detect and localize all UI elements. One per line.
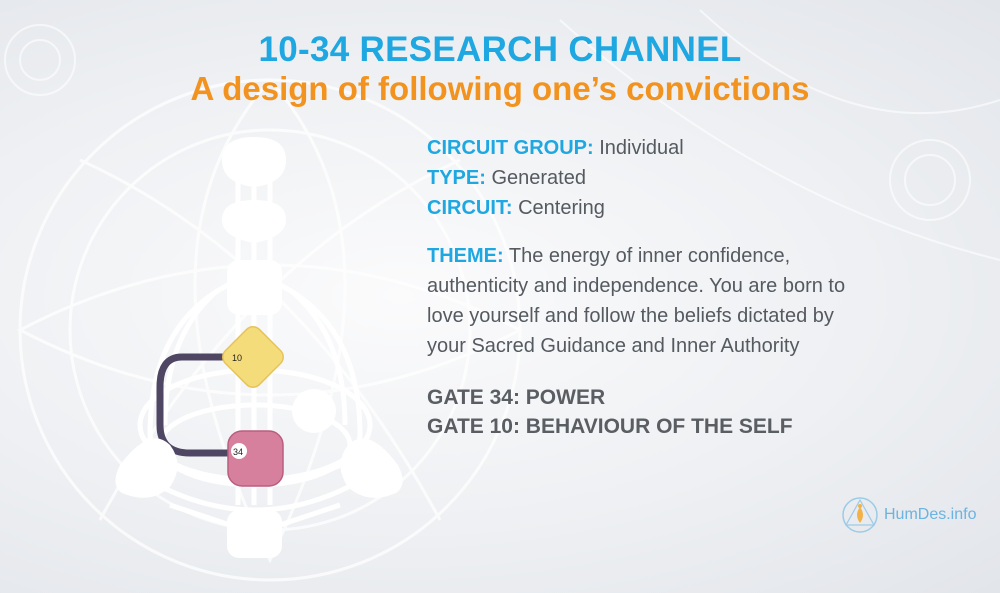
gate-item: GATE 10: BEHAVIOUR OF THE SELF <box>427 415 793 438</box>
ajna-center <box>222 200 286 243</box>
gate-list: GATE 34: POWER GATE 10: BEHAVIOUR OF THE… <box>427 383 887 441</box>
channel-10-34 <box>156 353 234 457</box>
spleen-center <box>115 438 178 498</box>
theme-value: The energy of inner confidence, authenti… <box>427 245 846 357</box>
head-center <box>222 137 286 187</box>
circuit-row: CIRCUIT: Centering <box>427 193 887 223</box>
gate-item: GATE 34: POWER <box>427 386 606 409</box>
circuit-group-value: Individual <box>599 137 684 159</box>
channel-info: CIRCUIT GROUP: Individual TYPE: Generate… <box>427 133 887 441</box>
root-center <box>227 510 282 558</box>
gate-label-34: 34 <box>233 447 243 457</box>
logo-text: HumDes.info <box>884 506 977 523</box>
g-center <box>222 326 284 388</box>
page-title: 10-34 RESEARCH CHANNEL <box>258 30 742 69</box>
lotus-logo-icon <box>842 497 878 533</box>
gate-marker-34 <box>231 443 247 459</box>
throat-center <box>227 260 282 315</box>
heart-center <box>292 389 336 433</box>
solar-plexus-center <box>340 438 403 498</box>
circuit-label: CIRCUIT: <box>427 197 513 219</box>
gate-label-10: 10 <box>232 353 242 363</box>
humdes-logo[interactable]: HumDes.info <box>840 495 990 535</box>
circuit-group-label: CIRCUIT GROUP: <box>427 137 594 159</box>
type-value: Generated <box>491 167 586 189</box>
theme-label: THEME: <box>427 245 504 267</box>
type-row: TYPE: Generated <box>427 163 887 193</box>
circuit-group-row: CIRCUIT GROUP: Individual <box>427 133 887 163</box>
page-subtitle: A design of following one’s convictions <box>190 70 810 107</box>
circuit-value: Centering <box>518 197 605 219</box>
bodygraph-diagram: 10 34 <box>115 137 403 558</box>
type-label: TYPE: <box>427 167 486 189</box>
theme-paragraph: THEME: The energy of inner confidence, a… <box>427 241 867 361</box>
